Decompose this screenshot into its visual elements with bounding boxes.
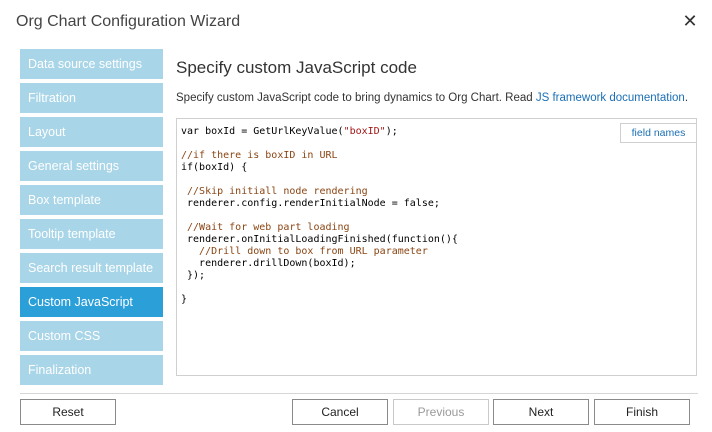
js-framework-documentation-link[interactable]: JS framework documentation [535, 92, 685, 104]
code-line: //Skip initiall node rendering [181, 186, 368, 197]
code-line: renderer.config.renderInitialNode = fals… [181, 198, 440, 209]
sidebar-item-search-result-template[interactable]: Search result template [20, 253, 163, 283]
sidebar-item-custom-css[interactable]: Custom CSS [20, 321, 163, 351]
code-line: //Wait for web part loading [181, 222, 350, 233]
close-icon[interactable]: ✕ [682, 11, 698, 31]
footer-divider [20, 393, 698, 394]
sidebar-item-layout[interactable]: Layout [20, 117, 163, 147]
description-text: Specify custom JavaScript code to bring … [176, 92, 533, 104]
code-line: renderer.onInitialLoadingFinished(functi… [181, 234, 458, 245]
code-line: //if there is boxID in URL [181, 150, 338, 161]
previous-button[interactable]: Previous [393, 399, 489, 425]
code-content[interactable]: var boxId = GetUrlKeyValue("boxID"); //i… [181, 126, 458, 306]
code-line: if(boxId) { [181, 162, 248, 173]
code-editor[interactable]: var boxId = GetUrlKeyValue("boxID"); //i… [176, 118, 697, 376]
finish-button[interactable]: Finish [594, 399, 690, 425]
sidebar-item-custom-javascript[interactable]: Custom JavaScript [20, 287, 163, 317]
sidebar-item-data-source-settings[interactable]: Data source settings [20, 49, 163, 79]
field-names-button[interactable]: field names [620, 123, 696, 143]
code-line: } [181, 294, 188, 305]
code-line: }); [181, 270, 206, 281]
code-line: renderer.drillDown(boxId); [181, 258, 356, 269]
sidebar-item-box-template[interactable]: Box template [20, 185, 163, 215]
sidebar-item-tooltip-template[interactable]: Tooltip template [20, 219, 163, 249]
sidebar-item-filtration[interactable]: Filtration [20, 83, 163, 113]
reset-button[interactable]: Reset [20, 399, 116, 425]
cancel-button[interactable]: Cancel [292, 399, 388, 425]
wizard-steps-sidebar: Data source settings Filtration Layout G… [20, 49, 163, 389]
sidebar-item-general-settings[interactable]: General settings [20, 151, 163, 181]
main-panel: Specify custom JavaScript code Specify c… [176, 49, 698, 104]
description-end: . [684, 92, 689, 104]
code-line: var boxId = GetUrlKeyValue("boxID"); [181, 126, 398, 137]
page-description: Specify custom JavaScript code to bring … [176, 92, 698, 104]
sidebar-item-finalization[interactable]: Finalization [20, 355, 163, 385]
dialog-title: Org Chart Configuration Wizard [16, 13, 241, 30]
next-button[interactable]: Next [493, 399, 589, 425]
code-line: //Drill down to box from URL parameter [181, 246, 428, 257]
page-title: Specify custom JavaScript code [176, 58, 417, 77]
